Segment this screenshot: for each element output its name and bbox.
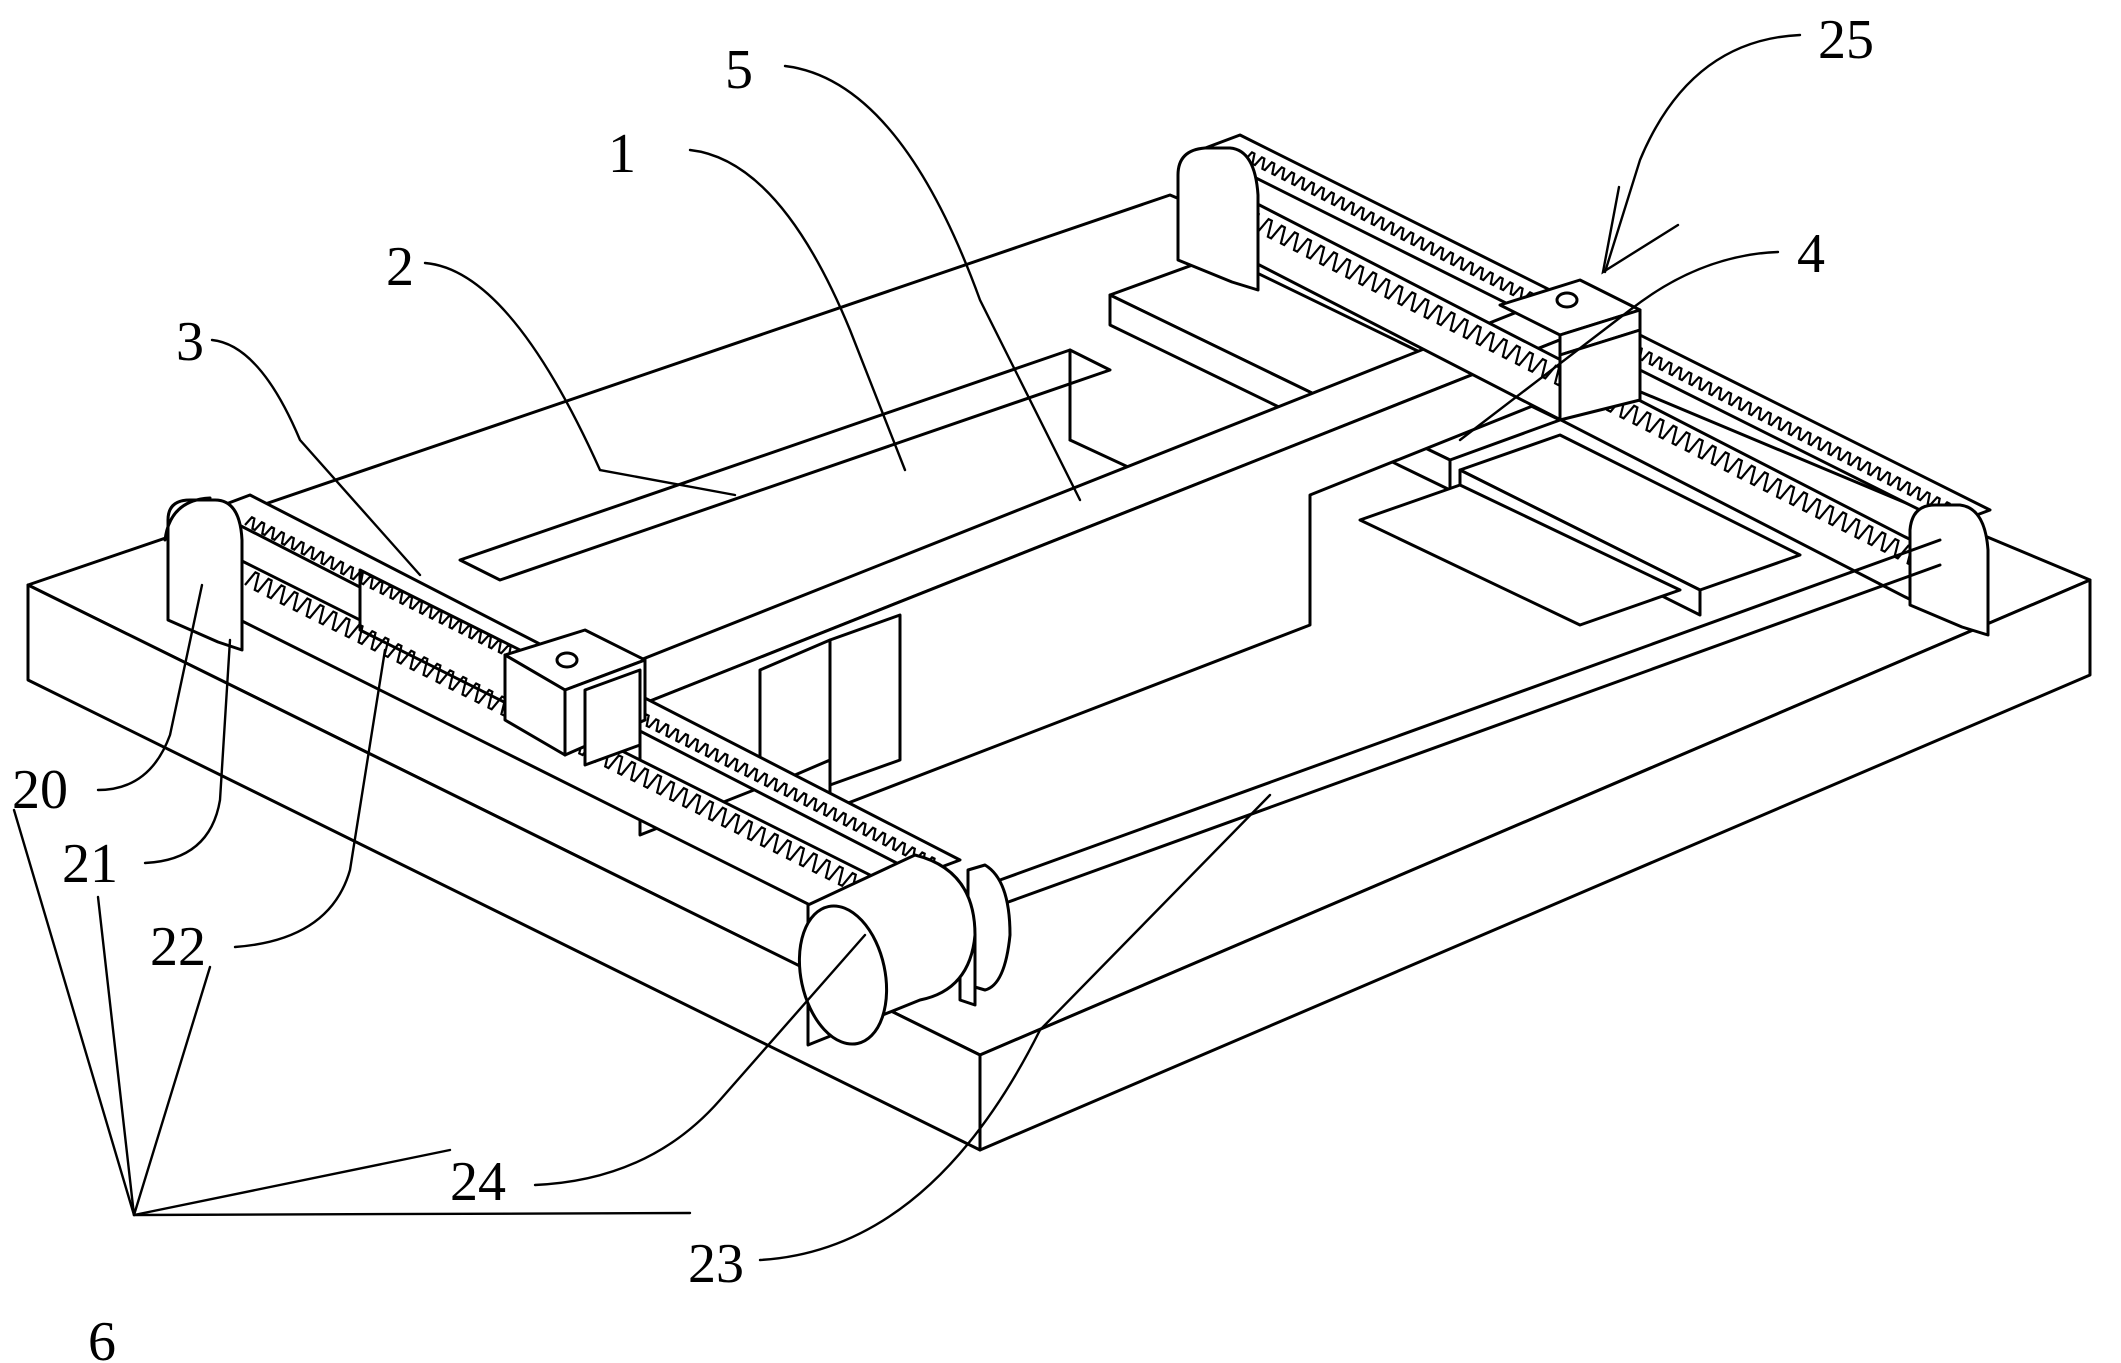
label-24: 24 <box>450 1151 506 1213</box>
leader-20 <box>96 583 204 792</box>
label-3: 3 <box>176 311 204 373</box>
label-1: 1 <box>608 123 636 185</box>
leader-2 <box>423 261 737 497</box>
leader-5 <box>783 64 1082 502</box>
label-6: 6 <box>88 1311 116 1363</box>
arrowhead-25 <box>1601 185 1680 275</box>
leader-6-to-21 <box>96 895 136 1217</box>
leader-3 <box>210 338 422 577</box>
right-carriage-bolt <box>1555 291 1579 309</box>
leader-6-to-22 <box>132 965 212 1217</box>
leader-6-to-23 <box>132 1211 692 1217</box>
right-far-end-cap <box>1176 146 1260 292</box>
leader-lines <box>12 33 1802 1262</box>
leader-6-to-24 <box>132 1148 452 1217</box>
label-5: 5 <box>725 39 753 101</box>
leader-23 <box>758 793 1272 1262</box>
label-20: 20 <box>12 759 68 821</box>
right-near-end-cap <box>1908 503 1990 637</box>
label-22: 22 <box>150 916 206 978</box>
leader-25 <box>1603 33 1802 274</box>
label-2: 2 <box>386 236 414 298</box>
leader-4 <box>1458 250 1780 442</box>
right-rail-assembly <box>998 133 1992 907</box>
label-21: 21 <box>62 833 118 895</box>
left-carriage-bolt <box>555 651 579 669</box>
label-25: 25 <box>1818 9 1874 71</box>
left-end-cap <box>166 498 244 652</box>
motor-end-face <box>797 904 889 1046</box>
rack-left-lower <box>244 570 922 926</box>
reference-labels: 1 2 3 4 5 6 20 21 22 23 24 25 <box>12 9 1874 1363</box>
label-23: 23 <box>688 1233 744 1295</box>
label-4: 4 <box>1797 223 1825 285</box>
left-rail-assembly <box>163 493 962 962</box>
leader-1 <box>688 148 907 472</box>
leader-21 <box>143 638 232 865</box>
leader-22 <box>233 648 387 949</box>
leader-24 <box>533 933 867 1187</box>
drive-motor <box>797 853 1012 1047</box>
leader-6-to-20 <box>12 808 136 1217</box>
